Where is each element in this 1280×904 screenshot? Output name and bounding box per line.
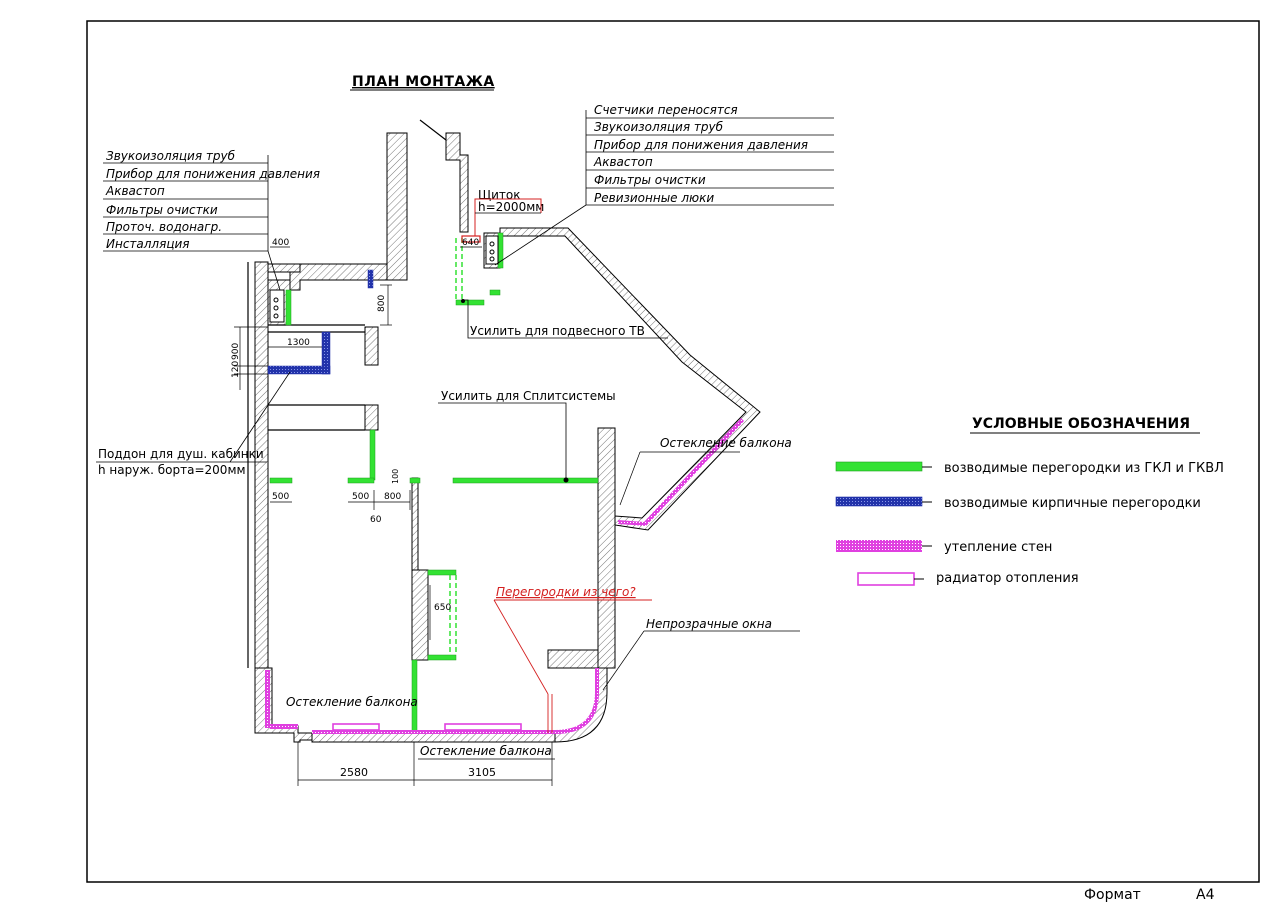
left-note-5: Проточ. водонагр. xyxy=(106,220,222,234)
legend-swatch-radiator xyxy=(857,572,915,586)
wall-insulation xyxy=(265,418,744,734)
glazing-notes: Остекление балкона Остекление балкона Ос… xyxy=(286,436,800,760)
left-note-2: Прибор для понижения давления xyxy=(106,167,320,181)
panel-height-label: h=2000мм xyxy=(478,200,544,214)
legend: УСЛОВНЫЕ ОБОЗНАЧЕНИЯ возводимые перегоро… xyxy=(835,416,1224,586)
dim-2580: 2580 xyxy=(340,766,368,779)
right-note-2: Звукоизоляция труб xyxy=(594,120,724,134)
dim-100: 100 xyxy=(391,469,400,484)
legend-swatch-drywall xyxy=(835,461,923,472)
glazing-right-label: Остекление балкона xyxy=(660,436,792,450)
dim-500-left: 500 xyxy=(272,492,289,502)
left-note-1: Звукоизоляция труб xyxy=(106,149,236,163)
legend-label-insulation: утепление стен xyxy=(944,540,1052,555)
dimension-texts: 400 640 800 1300 900 120 500 500 800 60 … xyxy=(231,238,496,779)
format-label: Формат xyxy=(1084,887,1141,903)
legend-swatch-brick xyxy=(835,496,923,507)
question-label: Перегородки из чего? xyxy=(496,585,636,599)
dim-400: 400 xyxy=(272,238,289,248)
dim-500-mid: 500 xyxy=(352,492,369,502)
right-note-4: Аквастоп xyxy=(593,155,653,169)
dimension-lines xyxy=(234,246,553,786)
radiators xyxy=(332,723,522,731)
brick-partitions xyxy=(267,269,374,375)
left-note-6: Инсталляция xyxy=(106,237,190,251)
tv-note: Усилить для подвесного ТВ xyxy=(461,299,668,339)
legend-swatch-insulation xyxy=(836,540,922,552)
dim-60: 60 xyxy=(370,515,382,525)
legend-title: УСЛОВНЫЕ ОБОЗНАЧЕНИЯ xyxy=(972,416,1190,432)
right-note-5: Фильтры очистки xyxy=(594,173,706,187)
sheet-frame xyxy=(86,20,1260,883)
dim-1300: 1300 xyxy=(287,338,310,348)
split-label: Усилить для Сплитсистемы xyxy=(441,389,616,403)
tv-label: Усилить для подвесного ТВ xyxy=(470,324,645,338)
contour-lines xyxy=(247,119,447,668)
format-value: A4 xyxy=(1196,887,1215,903)
dim-650: 650 xyxy=(434,603,451,613)
legend-label-radiator: радиатор отопления xyxy=(936,571,1079,586)
plan-title: ПЛАН МОНТАЖА xyxy=(352,74,495,90)
right-note-3: Прибор для понижения давления xyxy=(594,138,808,152)
right-note-6: Ревизионные люки xyxy=(594,191,714,205)
electrical-panel xyxy=(461,235,481,243)
right-note-1: Счетчики переносятся xyxy=(594,103,738,117)
dim-800-horizontal: 800 xyxy=(384,492,401,502)
legend-label-drywall: возводимые перегородки из ГКЛ и ГКВЛ xyxy=(944,461,1224,476)
fixtures xyxy=(269,235,499,323)
dim-640: 640 xyxy=(462,238,479,248)
left-note-4: Фильтры очистки xyxy=(106,203,218,217)
legend-label-brick: возводимые кирпичные перегородки xyxy=(944,496,1201,511)
left-notes: Звукоизоляция труб Прибор для понижения … xyxy=(103,149,320,291)
split-note: Усилить для Сплитсистемы xyxy=(438,389,616,483)
left-note-3: Аквастоп xyxy=(105,184,165,198)
shower-label-1: Поддон для душ. кабинки xyxy=(98,447,264,461)
shower-label-2: h наруж. борта=200мм xyxy=(98,463,246,477)
shower-note: Поддон для душ. кабинки h наруж. борта=2… xyxy=(96,371,291,477)
right-notes: Счетчики переносятся Звукоизоляция труб … xyxy=(494,103,834,266)
dim-900: 900 xyxy=(231,343,241,360)
glazing-left-label: Остекление балкона xyxy=(286,695,418,709)
opaque-windows-label: Непрозрачные окна xyxy=(646,617,772,631)
dim-800-vertical: 800 xyxy=(377,295,387,312)
dim-120: 120 xyxy=(231,361,241,378)
dashed-partitions xyxy=(449,238,463,655)
glazing-bottom-label: Остекление балкона xyxy=(420,744,552,758)
question-note: Перегородки из чего? xyxy=(493,585,652,733)
dim-3105: 3105 xyxy=(468,766,496,779)
